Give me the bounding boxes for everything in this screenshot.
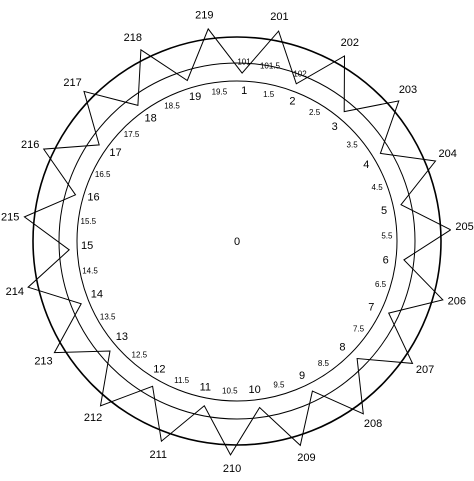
inner-label: 16 — [87, 191, 99, 203]
middle-ring — [58, 62, 416, 420]
half-label: 10.5 — [222, 386, 238, 395]
top-extra-label: 101.5 — [260, 62, 281, 71]
top-extra-label: 102 — [293, 70, 307, 79]
outer-label: 203 — [399, 84, 417, 96]
half-label: 8.5 — [318, 359, 330, 368]
inner-label: 19 — [189, 91, 201, 103]
inner-label: 3 — [332, 121, 338, 133]
half-label: 14.5 — [82, 266, 98, 275]
inner-label: 4 — [363, 159, 369, 171]
top-extra-label: 101 — [237, 58, 251, 67]
half-label: 3.5 — [347, 140, 359, 149]
half-label: 19.5 — [212, 88, 228, 97]
outer-label: 216 — [21, 139, 39, 151]
inner-label: 14 — [91, 289, 103, 301]
half-label: 13.5 — [100, 313, 116, 322]
inner-label: 10 — [248, 384, 260, 396]
inner-label: 7 — [368, 302, 374, 314]
half-label: 9.5 — [273, 381, 285, 390]
outer-label: 218 — [124, 32, 142, 44]
inner-label: 2 — [289, 96, 295, 108]
half-label: 15.5 — [81, 217, 97, 226]
outer-label: 201 — [270, 11, 288, 23]
outer-label: 208 — [364, 418, 382, 430]
inner-label: 1 — [241, 85, 247, 97]
inner-label: 13 — [116, 331, 128, 343]
half-label: 4.5 — [372, 183, 384, 192]
outer-label: 209 — [297, 452, 315, 464]
outer-label: 214 — [6, 286, 24, 298]
outer-label: 215 — [1, 211, 19, 223]
half-label: 18.5 — [164, 101, 180, 110]
inner-label: 8 — [339, 342, 345, 354]
outer-label: 211 — [150, 449, 168, 461]
outer-label: 207 — [416, 364, 434, 376]
outer-label: 210 — [223, 463, 241, 475]
half-label: 17.5 — [124, 130, 140, 139]
inner-label: 9 — [299, 370, 305, 382]
outer-label: 205 — [455, 221, 473, 233]
outer-labels: 2012022032042052062072082092102112122132… — [1, 9, 474, 475]
outer-label: 204 — [439, 148, 457, 160]
half-label: 1.5 — [263, 90, 275, 99]
zigzag-connector — [23, 27, 451, 456]
half-label: 7.5 — [353, 324, 365, 333]
half-label: 12.5 — [132, 350, 148, 359]
half-label: 5.5 — [381, 231, 393, 240]
inner-label: 6 — [383, 255, 389, 267]
half-label: 16.5 — [95, 170, 111, 179]
inner-label: 11 — [200, 382, 211, 394]
half-labels: 1.5 2.5 3.5 4.5 5.5 6.5 7.5 8.5 9.5 10.5 11.5 12.5 1… — [81, 88, 393, 396]
inner-label: 15 — [81, 240, 93, 252]
half-label: 2.5 — [309, 108, 321, 117]
half-label: 6.5 — [375, 280, 387, 289]
outer-label: 217 — [63, 77, 81, 89]
inner-label: 5 — [381, 205, 387, 217]
half-label: 11.5 — [174, 376, 190, 385]
inner-ring — [76, 80, 398, 402]
outer-label: 206 — [448, 296, 466, 308]
inner-label: 17 — [109, 147, 121, 159]
inner-label: 18 — [144, 112, 156, 124]
outer-label: 212 — [84, 412, 102, 424]
top-extra-labels: 101 101.5 102 — [237, 58, 307, 79]
outer-label: 219 — [195, 9, 213, 21]
outer-label: 202 — [341, 37, 359, 49]
outer-label: 213 — [34, 356, 52, 368]
inner-label: 12 — [153, 363, 165, 375]
center-label: 0 — [234, 236, 240, 248]
